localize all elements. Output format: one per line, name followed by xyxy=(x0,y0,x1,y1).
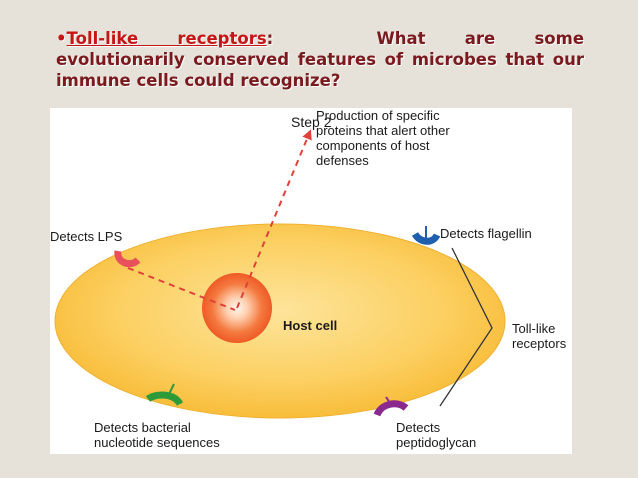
lps-signal-dash xyxy=(127,267,236,311)
flagellin-receptor-icon xyxy=(411,231,441,245)
nucleotide-receptor-icon xyxy=(145,391,184,407)
title-word-what: What xyxy=(376,29,426,48)
title-colon: : xyxy=(266,29,274,48)
toll-like-receptor-figure: Step 2 Production of specific proteins t… xyxy=(50,108,572,454)
title-word-some: some xyxy=(534,29,585,48)
detects-peptidoglycan-label: Detects peptidoglycan xyxy=(396,420,477,450)
slide-title: •Toll-like receptors: What are some evol… xyxy=(56,28,584,91)
bullet-marker: • xyxy=(56,29,67,48)
detects-flagellin-label: Detects flagellin xyxy=(440,226,532,241)
host-cell-label: Host cell xyxy=(283,318,338,333)
detects-nucleotide-label: Detects bacterial nucleotide sequences xyxy=(94,420,220,450)
figure-graphics xyxy=(54,129,506,419)
production-label: Production of specific proteins that ale… xyxy=(316,108,450,168)
detects-lps-label: Detects LPS xyxy=(50,229,123,244)
title-word-are: are xyxy=(464,29,496,48)
host-cell-body xyxy=(54,223,506,419)
step-2-label: Step 2 xyxy=(291,114,332,130)
peptidoglycan-stem xyxy=(385,396,393,407)
nucleotide-stem xyxy=(167,383,175,397)
lps-receptor-icon xyxy=(114,250,141,268)
toll-like-receptors-link[interactable]: Toll-like receptors xyxy=(66,29,267,48)
title-question-text: evolutionarily conserved features of mic… xyxy=(56,50,584,90)
toll-like-receptors-label: Toll-like receptors xyxy=(512,321,567,351)
toll-like-bracket xyxy=(439,247,493,407)
peptidoglycan-receptor-icon xyxy=(373,400,409,417)
step2-arrow xyxy=(236,129,312,309)
